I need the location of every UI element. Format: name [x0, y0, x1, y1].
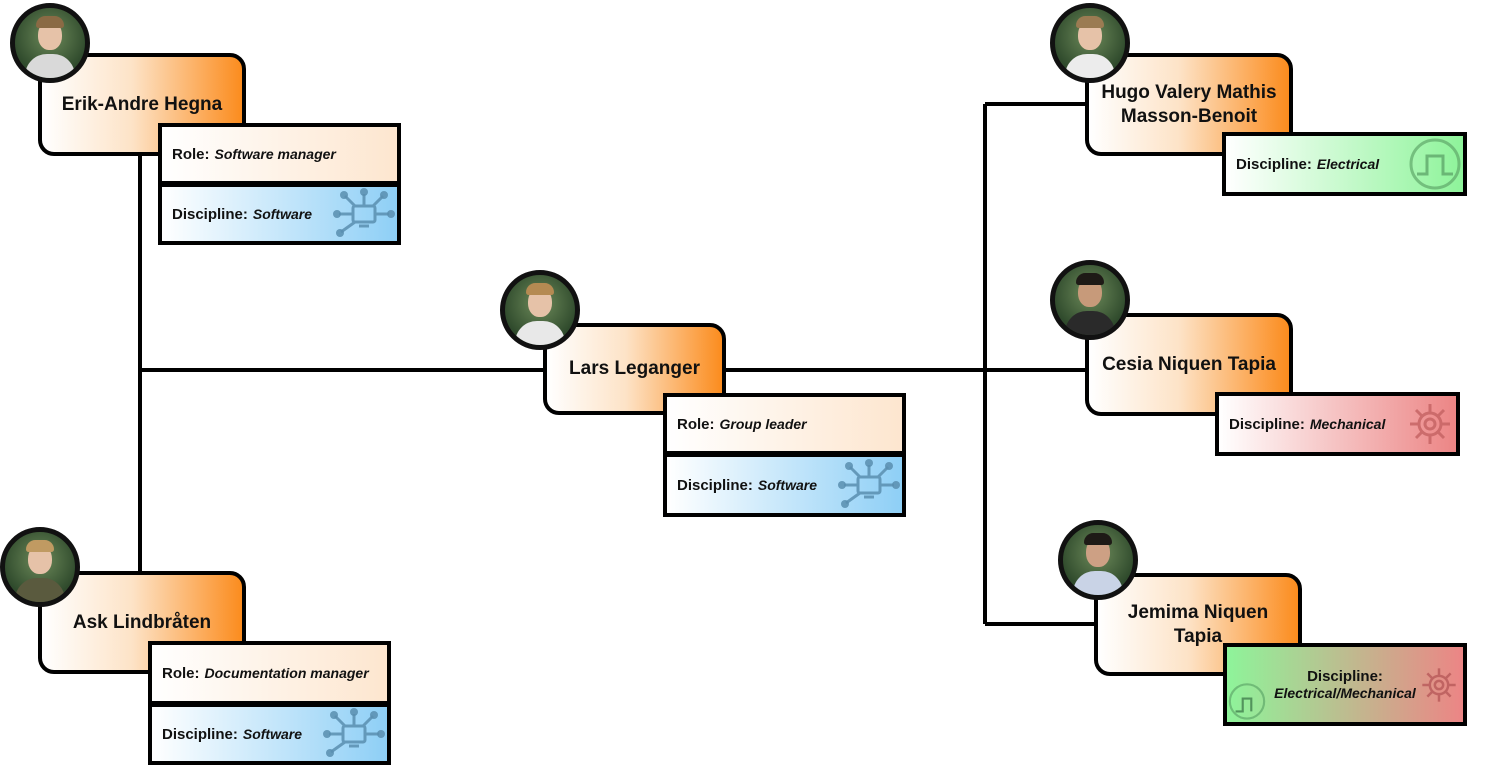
person-name-line1: Hugo Valery Mathis: [1101, 81, 1277, 103]
discipline-cell-lars: Discipline: Software: [663, 453, 906, 517]
discipline-cell-jemima: Discipline: Electrical/Mechanical: [1223, 643, 1467, 726]
pulse-circle-icon: [1409, 138, 1461, 190]
discipline-cell-ask: Discipline: Software: [148, 703, 391, 765]
discipline-value: Mechanical: [1309, 416, 1386, 432]
avatar-lars: [500, 270, 580, 350]
pulse-circle-icon: [1228, 683, 1266, 720]
role-label: Role:: [162, 664, 200, 682]
discipline-cell-erik: Discipline: Software: [158, 183, 401, 245]
person-name-line1: Jemima Niquen: [1127, 601, 1269, 623]
discipline-label: Discipline:: [1229, 415, 1305, 433]
person-name: Cesia Niquen Tapia: [1102, 353, 1276, 375]
discipline-value: Software: [242, 726, 302, 742]
role-value: Documentation manager: [204, 665, 369, 681]
discipline-cell-hugo: Discipline: Electrical: [1222, 132, 1467, 196]
person-name: Erik-Andre Hegna: [61, 93, 223, 115]
discipline-label: Discipline:: [172, 205, 248, 223]
discipline-cell-cesia: Discipline: Mechanical: [1215, 392, 1460, 456]
network-computer-icon: [838, 459, 900, 508]
person-name: Lars Leganger: [569, 358, 700, 379]
gear-icon: [1422, 667, 1456, 702]
avatar-cesia: [1050, 260, 1130, 340]
person-name: Ask Lindbråten: [72, 611, 212, 633]
network-computer-icon: [333, 188, 395, 237]
discipline-value: Software: [757, 477, 817, 493]
network-computer-icon: [323, 708, 385, 757]
role-value: Group leader: [719, 416, 807, 432]
discipline-value: Electrical/Mechanical: [1274, 685, 1416, 701]
person-name-line2: Tapia: [1173, 625, 1223, 647]
role-cell-erik: Role: Software manager: [158, 123, 401, 185]
discipline-label: Discipline:: [677, 476, 753, 494]
role-cell-ask: Role: Documentation manager: [148, 641, 391, 705]
discipline-label: Discipline:: [162, 725, 238, 743]
discipline-label: Discipline:: [1307, 668, 1383, 685]
gear-icon: [1410, 404, 1450, 444]
discipline-value: Electrical: [1316, 156, 1380, 172]
discipline-value: Software: [252, 206, 312, 222]
person-name-line2: Masson-Benoit: [1120, 105, 1258, 127]
role-value: Software manager: [214, 146, 336, 162]
avatar-erik: [10, 3, 90, 83]
role-cell-lars: Role: Group leader: [663, 393, 906, 455]
avatar-hugo: [1050, 3, 1130, 83]
avatar-jemima: [1058, 520, 1138, 600]
discipline-label: Discipline:: [1236, 155, 1312, 173]
role-label: Role:: [172, 145, 210, 163]
role-label: Role:: [677, 415, 715, 433]
avatar-ask: [0, 527, 80, 607]
